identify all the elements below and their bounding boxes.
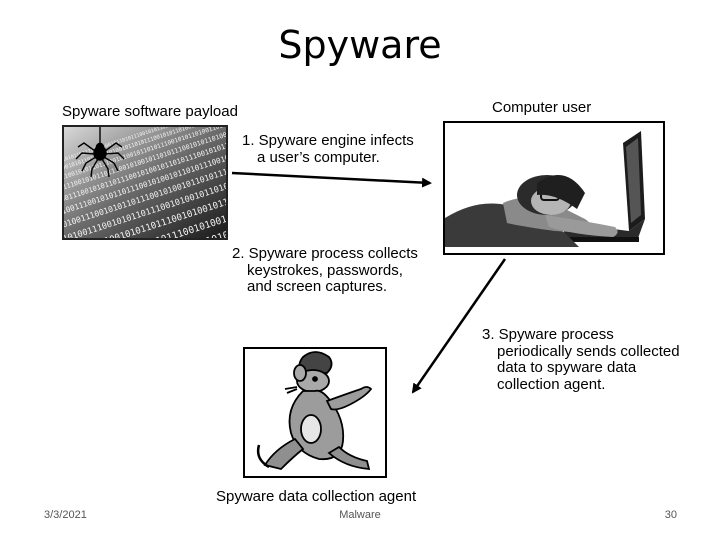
rat-cartoon-image xyxy=(243,347,387,478)
agent-label: Spyware data collection agent xyxy=(216,488,417,505)
step-3-caption: 3. Spyware process periodically sends co… xyxy=(482,326,682,393)
arrow-step-3 xyxy=(411,258,507,394)
user-label: Computer user xyxy=(492,99,592,116)
person-icon xyxy=(445,175,618,247)
slide-title: Spyware xyxy=(278,23,442,67)
step-3-line-2: periodically sends collected data to spy… xyxy=(497,342,680,393)
binary-spider-image: 1011010011100101011011100101001011010111… xyxy=(62,125,228,240)
payload-label: Spyware software payload xyxy=(62,103,238,120)
sleeping-user-image xyxy=(443,121,665,255)
step-3-line-1: 3. Spyware process xyxy=(482,326,614,343)
page-number: 30 xyxy=(664,509,677,521)
step-1-line-2: a user’s computer. xyxy=(257,148,380,166)
spider-icon xyxy=(75,127,125,178)
step-2-line-1: 2. Spyware process collects xyxy=(232,245,418,262)
footer-title: Malware xyxy=(339,509,381,521)
step-1-line-1: 1. Spyware engine infects xyxy=(242,132,414,149)
rat-icon xyxy=(256,351,373,471)
step-2-caption: 2. Spyware process collects keystrokes, … xyxy=(232,245,432,296)
footer-date: 3/3/2021 xyxy=(44,509,87,521)
step-2-line-2: keystrokes, passwords, and screen captur… xyxy=(247,261,403,295)
arrow-step-1 xyxy=(231,171,432,188)
step-1-caption: 1. Spyware engine infects a user’s compu… xyxy=(242,132,442,166)
